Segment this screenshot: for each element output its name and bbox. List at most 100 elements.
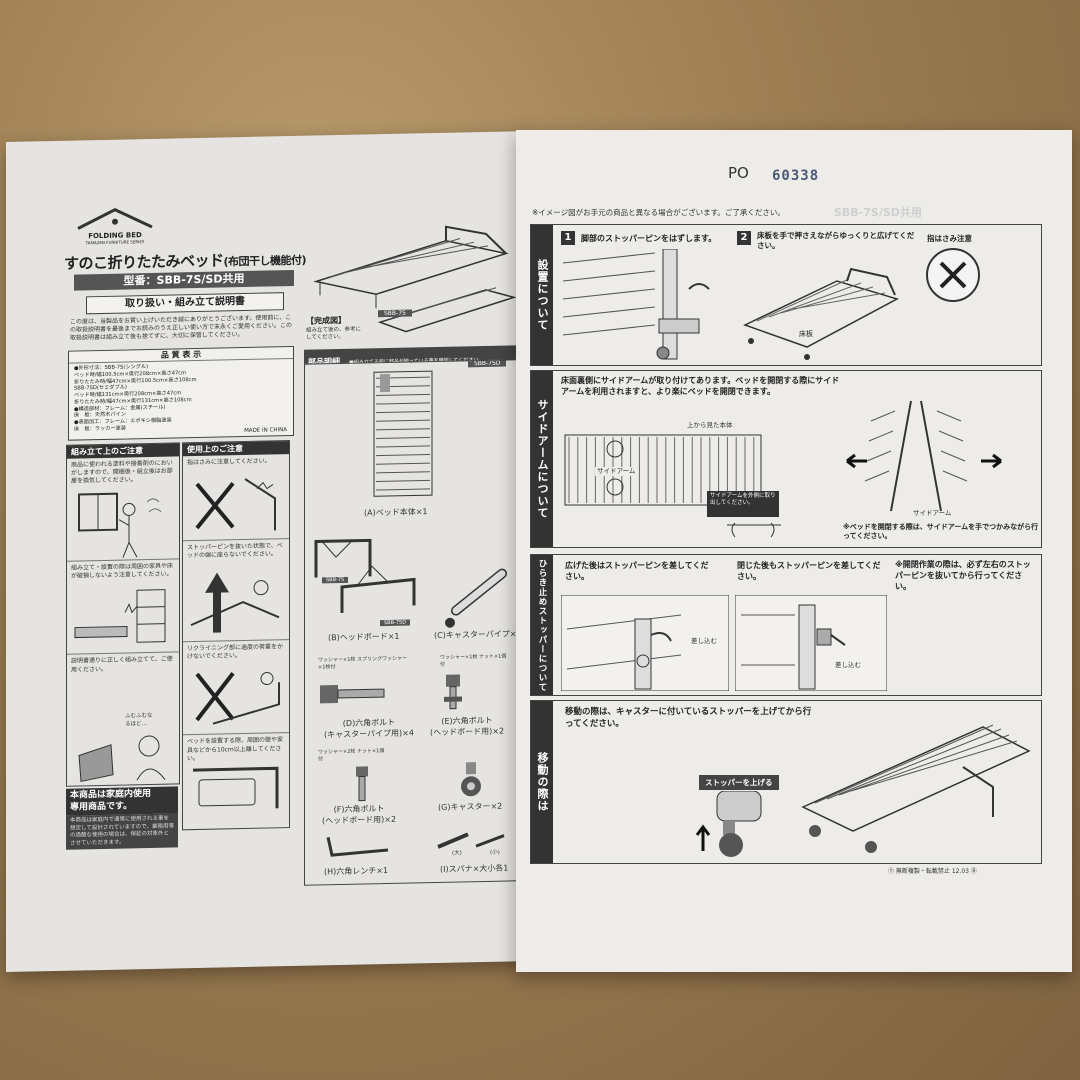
spanner-large-icon: [437, 832, 469, 849]
part-b-headboard-drawing: [314, 538, 416, 613]
bed-slat: [376, 454, 430, 457]
moving-section: 移動の際は 移動の際は、キャスターに付いているストッパーを上げてから行ってくださ…: [530, 700, 1042, 864]
bed-slat: [376, 462, 430, 465]
step-2-number: 2: [737, 231, 751, 245]
intro-text: この度は、当製品をお買い上げいただき誠にありがとうございます。使用前に、この取扱…: [70, 314, 293, 342]
finger-caution-label: 指はさみ注意: [927, 234, 972, 243]
part-b-c-drawings: [314, 538, 507, 628]
pull-out-note: サイドアームを外側に取り出してください。: [707, 491, 779, 517]
spanner-big-mark: (大): [452, 850, 462, 857]
bed-slat: [376, 479, 430, 482]
bed-slat: [376, 488, 430, 491]
hex-bolt-e-icon: [444, 674, 462, 710]
model-band: 型番：SBB-7S/SD共用: [74, 269, 294, 291]
finger-pinch-illustration: [195, 478, 276, 531]
part-e-note: ワッシャー×1枚 ナット×1個付: [440, 653, 507, 668]
stopper-caution-text: ※開閉作業の際は、必ず左右のストッパーピンを抜いてから行ってください。: [895, 560, 1031, 592]
ventilation-window-illustration: [78, 492, 162, 559]
usage-caution-4: ベッドを設置する際、周囲の壁や家具などから10cm以上離してください。: [183, 732, 289, 767]
stopper-closed-text: 閉じた後もストッパーピンを差してください。: [737, 561, 881, 581]
quality-label-box: 品 質 表 示 ●外形寸法：SBB-7S(シングル)ベッド時/幅100.5cm×…: [68, 345, 294, 441]
floorboard-label: 床板: [799, 330, 813, 338]
reading-manual-illustration: [78, 735, 166, 783]
quality-lines: ●外形寸法：SBB-7S(シングル)ベッド時/幅100.5cm×奥行208cm×…: [69, 359, 293, 435]
stopper-side-label: ひらき止めストッパーについて: [531, 555, 553, 695]
part-f-note: ワッシャー×2枚 ナット×1個付: [318, 748, 385, 763]
spanner-small-mark: (小): [490, 849, 500, 856]
insert-label-open: 差し込む: [691, 637, 717, 645]
home-use-heading-2: 専用商品です。: [70, 801, 133, 813]
bed-slat: [376, 436, 430, 439]
moving-side-label: 移動の際は: [531, 701, 553, 863]
assembly-caution-2: 組み立て・設置の際は周囲の家具や床が破損しないよう注意してください。: [67, 558, 179, 585]
wall-clearance-illustration: [193, 766, 279, 809]
top-view-label: 上から見た本体: [687, 421, 733, 429]
side-arm-text: 床面裏側にサイドアームが取り付けてあります。ベッドを開閉する際にサイドアームを利…: [561, 376, 840, 397]
part-d-label: (D)六角ボルト(キャスターパイプ用)×4: [324, 717, 414, 740]
right-page: PO 60338 ※イメージ図がお手元の商品と異なる場合がございます。ご了承くだ…: [516, 130, 1072, 972]
part-h-label: (H)六角レンチ×1: [324, 865, 389, 877]
side-arm-section: サイドアームについて 床面裏側にサイドアームが取り付けてあります。ベッドを開閉す…: [530, 370, 1042, 548]
copyright-footer: Ⓣ 無断複製・転載禁止 12.03 Ⓡ: [888, 868, 977, 875]
image-notice: ※イメージ図がお手元の商品と異なる場合がございます。ご了承ください。: [532, 208, 785, 217]
brand-logo: FOLDING BED TAMAZEN FURNITURE SERIES: [70, 205, 160, 247]
hex-bolt-d-icon: [320, 685, 385, 704]
completed-model-7s: SBB-7S: [378, 309, 412, 318]
insert-label-closed: 差し込む: [835, 661, 861, 669]
stopper-warning-illustration: [190, 572, 280, 633]
stopper-pin-insert-closed-illustration: [735, 595, 887, 691]
part-f-g-drawings: [356, 762, 481, 802]
made-in: MADE IN CHINA: [244, 427, 287, 435]
step-2-text: 床板を手で押さえながらゆっくりと広げてください。: [757, 231, 915, 250]
usage-caution-3: リクライニング部に過度の荷重をかけないでください。: [183, 639, 289, 665]
part-b-model-7sd: SBB-7SD: [380, 619, 411, 627]
tools-drawing: [326, 832, 505, 857]
bed-slat: [376, 411, 430, 414]
part-i-label: (I)スパナ×大小各1: [440, 863, 509, 874]
moving-bed-illustration: [801, 724, 1031, 853]
manual-title: 取り扱い・組み立て説明書: [86, 292, 284, 315]
title-sub: (布団干し機能付): [223, 253, 307, 269]
assembly-caution-box: 組み立て上のご注意 商品に使われる塗料や接着剤のにおいがしますので、開梱後・組立…: [66, 442, 180, 787]
stopper-section: ひらき止めストッパーについて 広げた後はストッパーピンを差してください。 閉じた…: [530, 554, 1042, 696]
side-arm-label-side: サイドアーム: [913, 509, 952, 517]
step-1-number: 1: [561, 231, 575, 245]
reclining-load-illustration: [195, 672, 280, 726]
bed-slat: [376, 419, 430, 422]
completed-label: 【完成図】: [306, 315, 346, 326]
bed-slat: [376, 428, 430, 431]
lift-stopper-label: ストッパーを上げる: [699, 775, 779, 790]
bed-sbb-7s-drawing: [313, 225, 509, 309]
left-arrow-icon: [846, 453, 867, 469]
part-e-label: (E)六角ボルト(ヘッドボード用)×2: [430, 716, 504, 739]
right-arrow-icon: [981, 453, 1002, 469]
part-g-label: (G)キャスター×2: [438, 801, 503, 812]
part-d-e-bolt-drawings: [320, 674, 462, 710]
part-d-note: ワッシャー×1枚 スプリングワッシャー×1枚付: [318, 655, 407, 671]
caster-wheel-icon: [461, 762, 481, 797]
part-d-use: (キャスターパイプ用)×4: [324, 728, 414, 740]
side-arm-side-label: サイドアームについて: [531, 371, 553, 547]
moving-text: 移動の際は、キャスターに付いているストッパーを上げてから行ってください。: [565, 707, 812, 729]
left-page: FOLDING BED TAMAZEN FURNITURE SERIES すのこ…: [6, 131, 524, 973]
part-f-use: (ヘッドボード用)×2: [322, 814, 397, 826]
side-arm-caution: ※ベッドを開閉する際は、サイドアームを手でつかみながら行ってください。: [843, 523, 1039, 541]
assembly-caution-3: 説明書通りに正しく組み立てて、ご使用ください。: [67, 651, 179, 678]
usage-caution-2: ストッパーピンを抜いた状態で、ベッドの端に座らないでください。: [183, 538, 289, 564]
part-b-label: (B)ヘッドボード×1: [328, 631, 400, 643]
bed-slat: [376, 393, 430, 396]
side-arm-top-view-illustration: [564, 434, 762, 506]
up-arrow-icon: [695, 824, 711, 851]
part-b-model-7s: SBB-7S: [322, 576, 349, 584]
bed-slat: [376, 402, 430, 405]
part-c-caster-pipe-drawing: [445, 568, 507, 628]
spanner-small-icon: [475, 834, 505, 848]
logo-series: TAMAZEN FURNITURE SERIES: [85, 239, 145, 246]
title-main: すのこ折りたたみベッド: [64, 251, 224, 273]
house-roof-icon: [77, 208, 153, 230]
hex-wrench-icon: [326, 836, 389, 857]
furniture-damage-illustration: [74, 589, 166, 644]
part-a-label: (A)ベッド本体×1: [364, 507, 428, 518]
bed-slat: [376, 471, 430, 474]
stopper-open-text: 広げた後はストッパーピンを差してください。: [565, 561, 709, 581]
